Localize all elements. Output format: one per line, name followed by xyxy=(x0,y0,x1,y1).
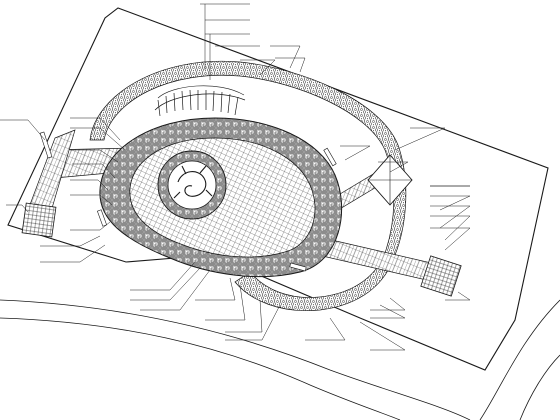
left-entry-plaza xyxy=(21,202,57,238)
leaders-top xyxy=(200,3,306,80)
leaders-right xyxy=(340,127,471,301)
bench-right xyxy=(323,147,337,167)
east-plaza xyxy=(420,255,462,297)
road-curve-right-2 xyxy=(519,354,560,420)
bench-lower-left xyxy=(96,209,108,227)
pavilion xyxy=(367,154,413,206)
road-curve-right xyxy=(479,299,560,420)
pebble-ring-path xyxy=(89,60,407,312)
bench-bottom xyxy=(289,262,307,272)
fan-pergola xyxy=(154,85,246,117)
leaders-left xyxy=(0,117,126,263)
road-curve-outer xyxy=(0,299,471,420)
leaders-bottom xyxy=(130,261,406,351)
road-curve-inner xyxy=(0,317,401,420)
central-medallion xyxy=(157,150,227,220)
bench-left xyxy=(39,131,53,159)
site-boundary xyxy=(7,7,549,371)
